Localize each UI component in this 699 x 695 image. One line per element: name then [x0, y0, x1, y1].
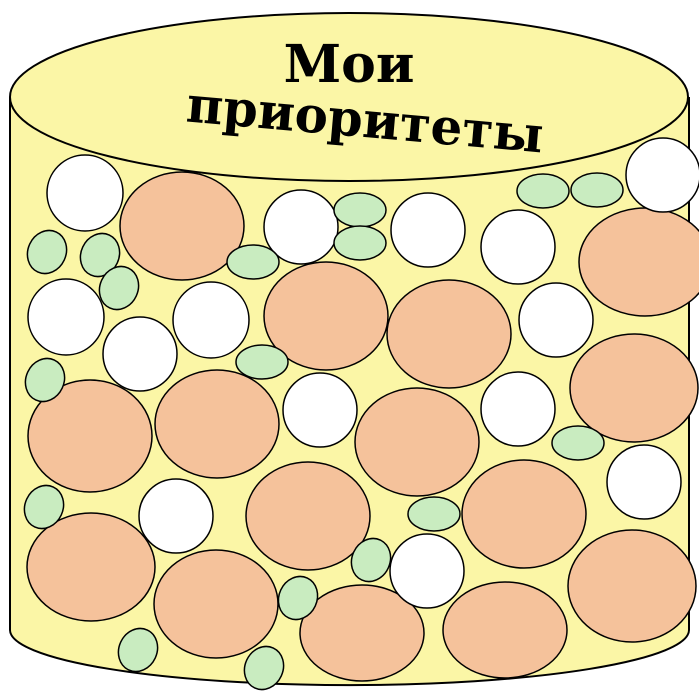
- big-item-7: [155, 370, 279, 478]
- medium-item-4: [481, 210, 555, 284]
- medium-item-1: [47, 155, 123, 231]
- small-item-11: [552, 426, 604, 460]
- small-item-4: [227, 245, 279, 279]
- medium-item-11: [481, 372, 555, 446]
- medium-item-9: [103, 317, 177, 391]
- big-item-14: [443, 582, 567, 678]
- big-item-4: [387, 280, 511, 388]
- small-item-6: [334, 226, 386, 260]
- big-item-12: [154, 550, 278, 658]
- big-item-8: [355, 388, 479, 496]
- big-item-9: [246, 462, 370, 570]
- small-item-13: [408, 497, 460, 531]
- small-item-7: [517, 174, 569, 208]
- big-item-15: [568, 530, 696, 642]
- medium-item-5: [626, 138, 699, 212]
- big-item-2: [579, 208, 699, 316]
- medium-item-6: [28, 279, 104, 355]
- small-item-5: [334, 193, 386, 227]
- medium-item-10: [283, 373, 357, 447]
- medium-item-3: [391, 193, 465, 267]
- big-item-10: [462, 460, 586, 568]
- big-item-1: [120, 172, 244, 280]
- medium-item-14: [390, 534, 464, 608]
- medium-item-8: [519, 283, 593, 357]
- small-item-8: [571, 173, 623, 207]
- small-item-10: [236, 345, 288, 379]
- medium-item-13: [139, 479, 213, 553]
- big-item-11: [27, 513, 155, 621]
- big-item-5: [570, 334, 698, 442]
- medium-item-7: [173, 282, 249, 358]
- medium-item-12: [607, 445, 681, 519]
